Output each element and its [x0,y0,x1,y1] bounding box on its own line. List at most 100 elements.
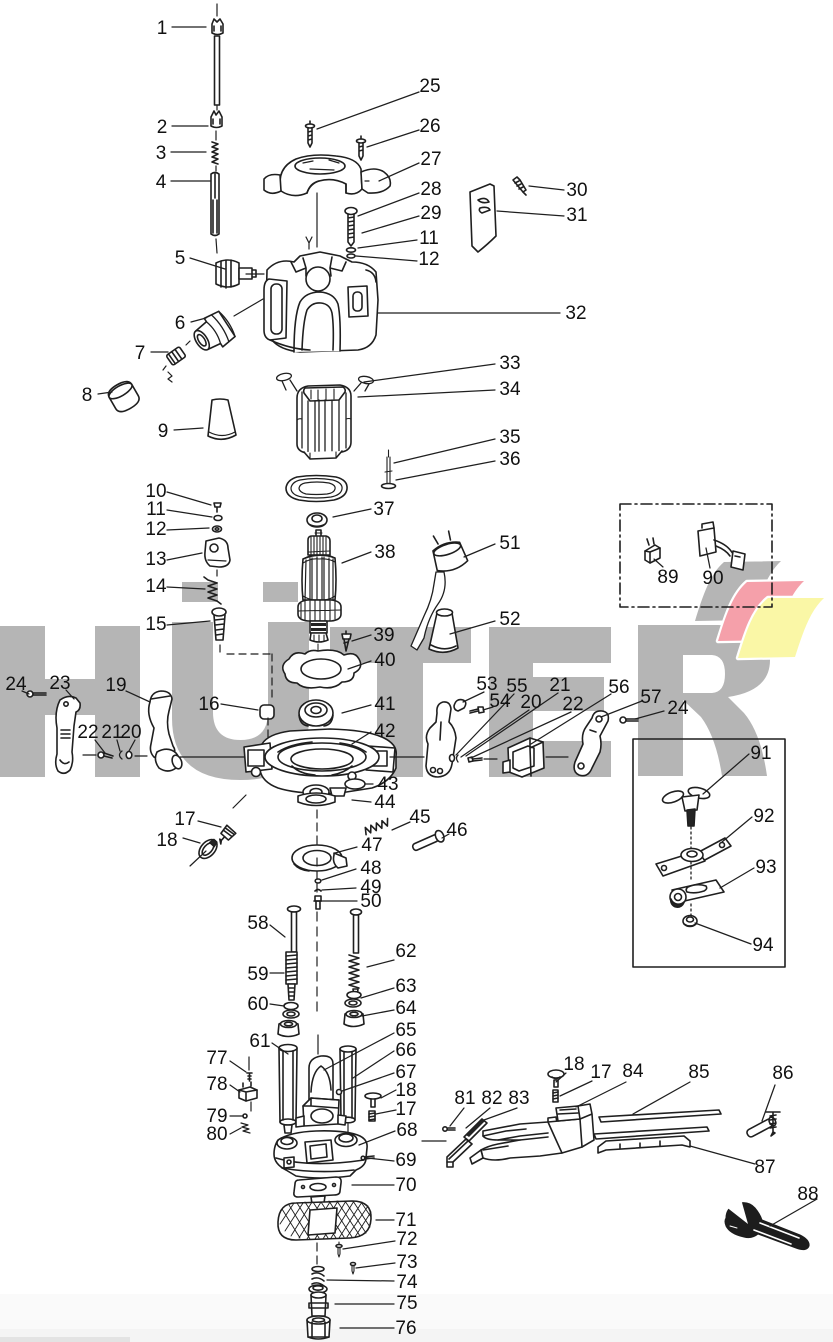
svg-text:50: 50 [360,891,381,912]
svg-text:39: 39 [373,625,394,646]
svg-text:71: 71 [395,1210,416,1231]
svg-text:67: 67 [395,1062,416,1083]
svg-text:29: 29 [420,203,441,224]
svg-text:19: 19 [105,675,126,696]
svg-text:77: 77 [206,1048,227,1069]
svg-text:28: 28 [420,179,441,200]
svg-text:85: 85 [688,1062,709,1083]
svg-text:17: 17 [395,1099,416,1120]
svg-text:58: 58 [247,913,268,934]
svg-text:56: 56 [608,677,629,698]
svg-text:10: 10 [145,481,166,502]
svg-text:12: 12 [145,519,166,540]
svg-text:15: 15 [145,614,166,635]
svg-text:76: 76 [395,1318,416,1339]
svg-text:92: 92 [753,806,774,827]
svg-text:30: 30 [566,180,587,201]
svg-text:83: 83 [508,1088,529,1109]
svg-text:7: 7 [135,343,146,364]
svg-text:48: 48 [360,858,381,879]
svg-text:40: 40 [374,650,395,671]
svg-text:64: 64 [395,998,417,1019]
svg-text:44: 44 [374,792,396,813]
svg-text:72: 72 [396,1229,417,1250]
svg-text:4: 4 [156,172,167,193]
svg-text:27: 27 [420,149,441,170]
svg-text:82: 82 [481,1088,502,1109]
svg-text:31: 31 [566,205,587,226]
svg-text:89: 89 [657,567,678,588]
svg-text:20: 20 [120,722,141,743]
svg-text:20: 20 [520,692,541,713]
svg-text:2: 2 [157,117,168,138]
svg-text:24: 24 [5,674,27,695]
svg-text:51: 51 [499,533,520,554]
svg-text:6: 6 [175,313,186,334]
svg-text:84: 84 [622,1061,644,1082]
svg-text:80: 80 [206,1124,227,1145]
svg-text:46: 46 [446,820,467,841]
svg-text:88: 88 [797,1184,818,1205]
svg-text:24: 24 [667,698,689,719]
svg-text:5: 5 [175,248,186,269]
svg-text:13: 13 [145,549,166,570]
svg-text:11: 11 [146,499,166,520]
svg-text:87: 87 [754,1157,775,1178]
svg-text:61: 61 [249,1031,270,1052]
svg-text:69: 69 [395,1150,416,1171]
svg-text:35: 35 [499,427,520,448]
svg-text:18: 18 [395,1080,416,1101]
svg-text:21: 21 [101,722,122,743]
svg-text:93: 93 [755,857,776,878]
svg-text:12: 12 [418,249,439,270]
svg-text:78: 78 [206,1074,227,1095]
svg-text:17: 17 [590,1062,611,1083]
svg-text:17: 17 [174,809,195,830]
svg-text:23: 23 [49,673,70,694]
svg-text:66: 66 [395,1040,416,1061]
svg-text:45: 45 [409,807,430,828]
svg-text:18: 18 [156,830,177,851]
svg-text:74: 74 [396,1272,418,1293]
svg-text:21: 21 [549,675,570,696]
svg-text:14: 14 [145,576,167,597]
svg-text:90: 90 [702,568,723,589]
svg-text:65: 65 [395,1020,416,1041]
svg-text:60: 60 [247,994,268,1015]
svg-text:9: 9 [158,421,169,442]
svg-text:79: 79 [206,1106,227,1127]
svg-text:16: 16 [198,694,219,715]
svg-text:25: 25 [419,76,440,97]
svg-text:70: 70 [395,1175,416,1196]
svg-text:33: 33 [499,353,520,374]
svg-text:26: 26 [419,116,440,137]
svg-text:32: 32 [565,303,586,324]
svg-text:42: 42 [374,721,395,742]
svg-text:55: 55 [506,676,527,697]
svg-text:1: 1 [157,18,168,39]
svg-text:52: 52 [499,609,520,630]
svg-text:91: 91 [750,743,771,764]
svg-text:53: 53 [476,674,497,695]
svg-text:49: 49 [360,877,381,898]
svg-text:36: 36 [499,449,520,470]
svg-text:37: 37 [373,499,394,520]
svg-text:54: 54 [489,691,511,712]
svg-text:47: 47 [361,835,382,856]
svg-text:86: 86 [772,1063,793,1084]
svg-text:62: 62 [395,941,416,962]
svg-text:73: 73 [396,1252,417,1273]
svg-text:22: 22 [562,694,583,715]
svg-text:22: 22 [77,722,98,743]
svg-text:11: 11 [419,228,439,249]
svg-text:81: 81 [454,1088,475,1109]
svg-text:38: 38 [374,542,395,563]
svg-text:57: 57 [640,687,661,708]
svg-text:8: 8 [82,385,93,406]
svg-text:59: 59 [247,964,268,985]
svg-text:75: 75 [396,1293,417,1314]
svg-text:68: 68 [396,1120,417,1141]
svg-text:43: 43 [377,774,398,795]
svg-text:18: 18 [563,1054,584,1075]
svg-text:63: 63 [395,976,416,997]
